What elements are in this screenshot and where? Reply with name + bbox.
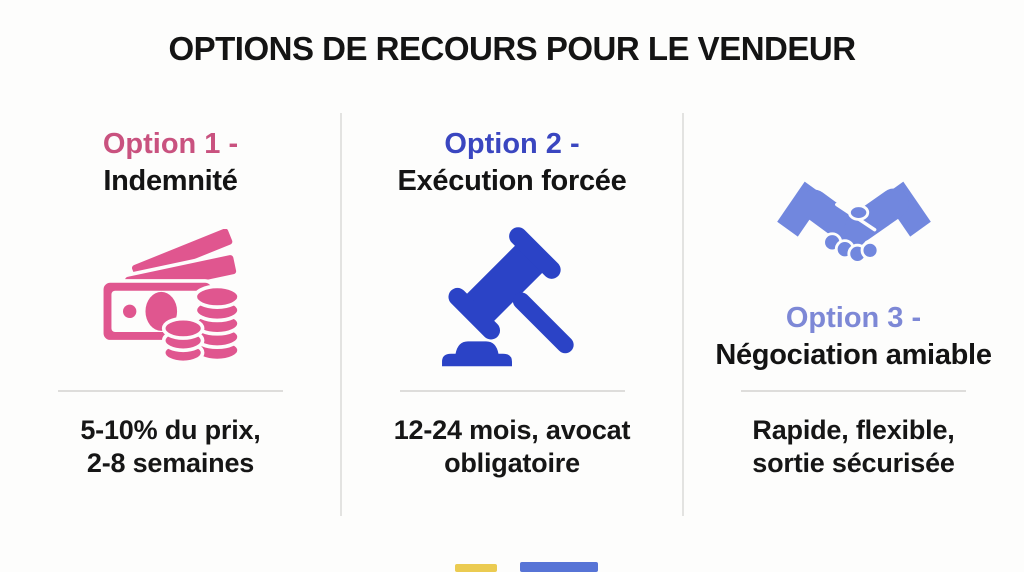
option-card-negociation-amiable: Option 3 - Négociation amiable Rapide, f… [683,110,1024,480]
footer-highlight-mark-blue [520,562,598,572]
description-line: 12-24 mois, avocat [393,415,631,445]
section-divider [58,390,283,392]
description-line: 5-10% du prix, [80,415,261,445]
money-banknotes-coins-icon [0,222,341,374]
description-line: obligatoire [444,448,580,478]
option-description: 5-10% du prix, 2-8 semaines [0,414,341,480]
option-number-label: Option 2 - [444,128,580,160]
footer-highlight-mark-yellow [455,564,497,572]
description-line: 2-8 semaines [86,448,255,478]
option-name-label: Exécution forcée [397,165,627,197]
section-divider [399,390,625,392]
handshake-icon [683,148,1024,300]
option-name-label: Indemnité [103,165,238,197]
section-divider [741,390,966,392]
option-name-label: Négociation amiable [715,339,992,371]
description-line: sortie sécurisée [752,448,955,478]
gavel-icon [341,222,683,374]
column-divider-vertical [682,113,684,516]
option-number-label: Option 3 - [785,302,922,334]
description-line: Rapide, flexible, [752,415,955,445]
column-divider-vertical [340,113,342,516]
option-number-label: Option 1 - [102,128,239,160]
option-card-execution-forcee: Option 2 - Exécution forcée 12-24 mois, … [341,110,683,480]
option-description: Rapide, flexible, sortie sécurisée [683,414,1024,480]
option-card-indemnite: Option 1 - Indemnité [0,110,341,480]
page-title: OPTIONS DE RECOURS POUR LE VENDEUR [168,30,856,67]
options-row: Option 1 - Indemnité [0,110,1024,480]
option-description: 12-24 mois, avocat obligatoire [341,414,683,480]
